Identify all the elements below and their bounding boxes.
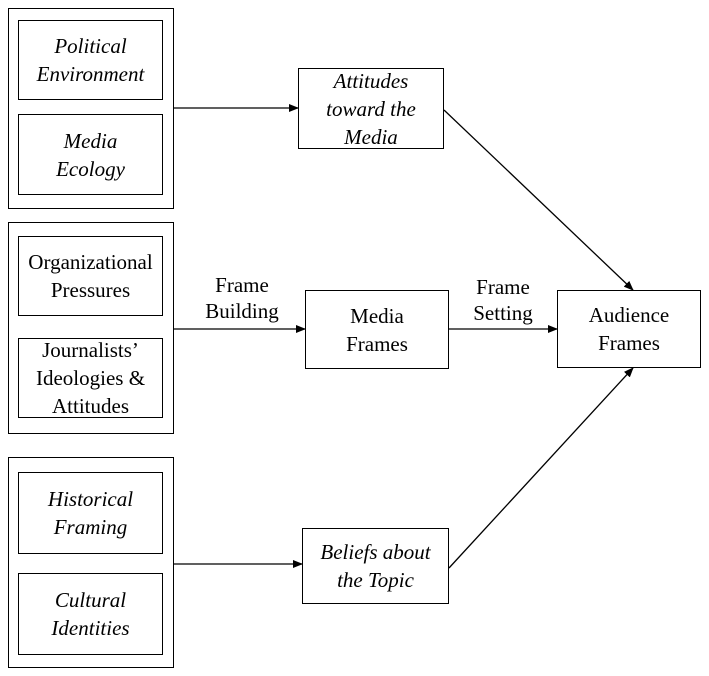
audience-frames-box: Audience Frames [557, 290, 701, 368]
media-frames-box: Media Frames [305, 290, 449, 369]
beliefs-about-topic-label: Beliefs about the Topic [320, 540, 431, 592]
media-ecology-box: Media Ecology [18, 114, 163, 195]
frame-setting-label: Frame Setting [473, 275, 533, 325]
political-environment-box: Political Environment [18, 20, 163, 100]
historical-framing-label: Historical Framing [47, 487, 134, 539]
arrow-attitudes-to-audience [443, 109, 634, 291]
journalists-ideologies-label: Journalists’ Ideologies & Attitudes [35, 338, 146, 418]
organizational-pressures-label: Organizational Pressures [28, 250, 153, 302]
attitudes-toward-media-box: Attitudes toward the Media [298, 68, 444, 149]
historical-framing-box: Historical Framing [18, 472, 163, 554]
attitudes-toward-media-label: Attitudes toward the Media [326, 68, 416, 149]
frame-building-label: Frame Building [205, 273, 279, 323]
political-environment-label: Political Environment [36, 34, 145, 86]
journalists-ideologies-box: Journalists’ Ideologies & Attitudes [18, 338, 163, 418]
organizational-pressures-box: Organizational Pressures [18, 236, 163, 316]
media-ecology-label: Media Ecology [56, 128, 125, 181]
beliefs-about-topic-box: Beliefs about the Topic [302, 528, 449, 604]
arrow-beliefs-to-audience [448, 367, 634, 569]
cultural-identities-label: Cultural Identities [51, 588, 130, 640]
cultural-identities-box: Cultural Identities [18, 573, 163, 655]
audience-frames-label: Audience Frames [588, 303, 670, 355]
media-frames-label: Media Frames [346, 303, 408, 356]
